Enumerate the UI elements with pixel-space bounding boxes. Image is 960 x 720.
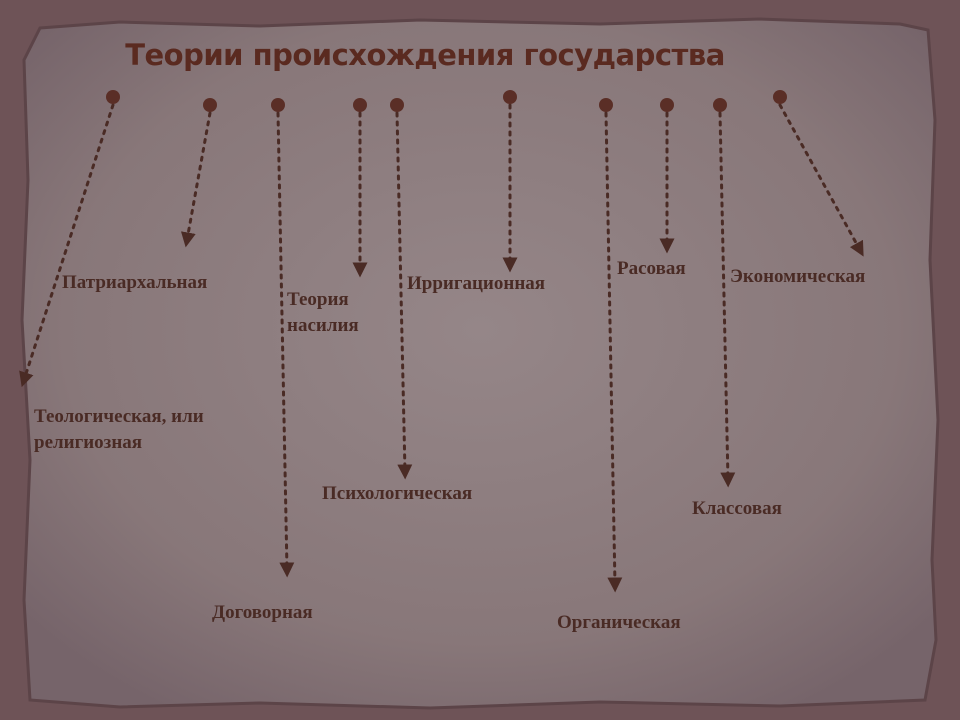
- label-teologicheskaya: Теологическая, или религиозная: [34, 404, 204, 456]
- label-patriarkhalnaya-text: Патриархальная: [62, 272, 208, 293]
- bullet-klassovaya: [713, 98, 727, 112]
- label-patriarkhalnaya: Патриархальная: [62, 270, 207, 296]
- bullet-teologicheskaya: [106, 90, 120, 104]
- page-title: Теории происхождения государства: [0, 38, 960, 72]
- label-rasovaya-text: Расовая: [617, 258, 686, 279]
- label-irrigatsionnaya-text: Ирригационная: [407, 273, 546, 294]
- label-teologicheskaya-line1: Теологическая, или: [34, 406, 204, 427]
- bullet-organicheskaya: [599, 98, 613, 112]
- label-organicheskaya-text: Органическая: [557, 612, 681, 633]
- label-psikhologicheskaya-text: Психологическая: [322, 483, 473, 504]
- label-teoriya-nasiliya-line2: насилия: [287, 315, 359, 336]
- label-ekonomicheskaya: Экономическая: [730, 264, 865, 290]
- arrow-teologicheskaya: [19, 103, 115, 388]
- bullet-patriarkhalnaya: [203, 98, 217, 112]
- arrow-ekonomicheskaya: [778, 103, 864, 257]
- label-psikhologicheskaya: Психологическая: [322, 481, 472, 507]
- label-klassovaya-text: Классовая: [692, 498, 782, 519]
- bullet-irrigatsionnaya: [503, 90, 517, 104]
- bullet-dogovornaya: [271, 98, 285, 112]
- arrow-patriarkhalnaya: [180, 111, 212, 248]
- arrow-psikhologicheskaya: [395, 111, 413, 480]
- label-teoriya-nasiliya-line1: Теория: [287, 289, 349, 310]
- bullet-ekonomicheskaya: [773, 90, 787, 104]
- label-teologicheskaya-line2: религиозная: [34, 432, 143, 453]
- arrow-klassovaya: [718, 111, 736, 488]
- label-klassovaya: Классовая: [692, 496, 782, 522]
- label-rasovaya: Расовая: [617, 256, 686, 282]
- page-title-text: Теории происхождения государства: [125, 38, 725, 72]
- label-ekonomicheskaya-text: Экономическая: [730, 266, 866, 287]
- label-dogovornaya: Договорная: [212, 600, 313, 626]
- label-irrigatsionnaya: Ирригационная: [407, 271, 545, 297]
- paper-sheet: [20, 17, 940, 710]
- arrow-organicheskaya: [604, 111, 623, 593]
- bullet-psikhologicheskaya: [390, 98, 404, 112]
- label-dogovornaya-text: Договорная: [212, 602, 313, 623]
- label-teoriya-nasiliya: Теория насилия: [287, 287, 359, 339]
- bullet-rasovaya: [660, 98, 674, 112]
- label-organicheskaya: Органическая: [557, 610, 681, 636]
- arrow-dogovornaya: [276, 111, 295, 578]
- bullet-teoriya-nasiliya: [353, 98, 367, 112]
